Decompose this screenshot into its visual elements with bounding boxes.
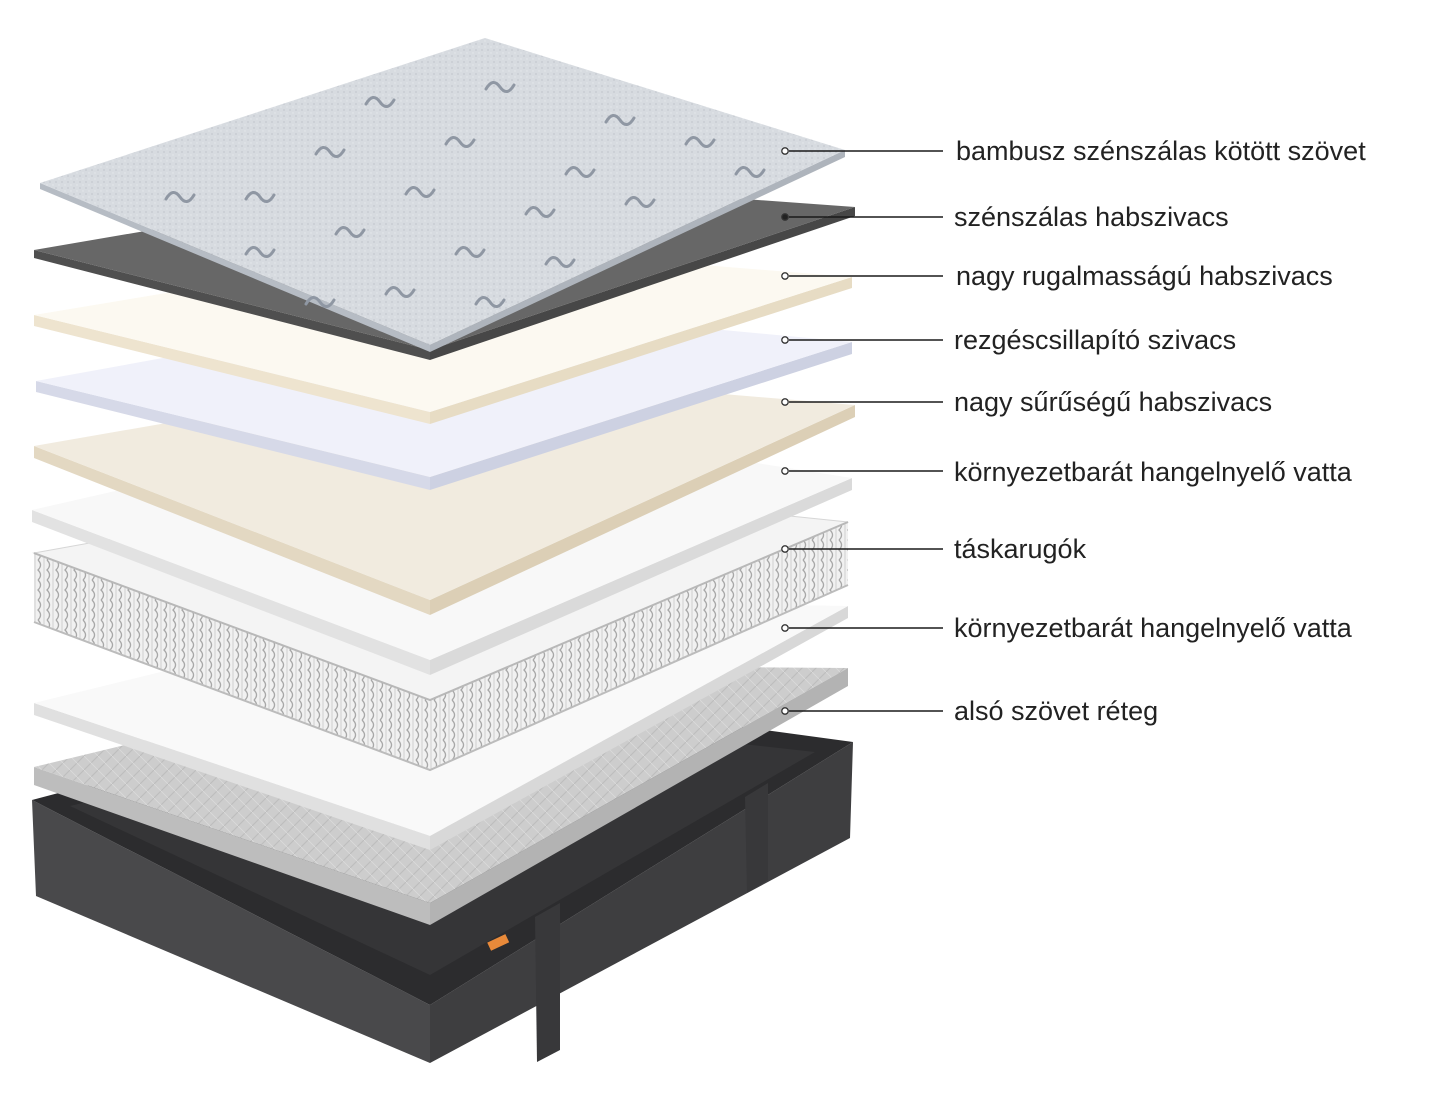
springs-side	[430, 522, 848, 770]
leader-dot	[781, 336, 789, 344]
base-box-strap	[745, 783, 768, 893]
label-vibration-damping-foam: rezgéscsillapító szivacs	[954, 325, 1237, 355]
leader-dot	[781, 213, 789, 221]
quilt-swirl	[484, 81, 516, 93]
quilt-swirl	[684, 136, 716, 148]
label-eco-cotton-lower: környezetbarát hangelnyelő vatta	[954, 613, 1352, 643]
quilt-swirl	[314, 146, 346, 158]
quilt-swirl	[604, 114, 636, 126]
springs-front	[34, 553, 430, 770]
label-high-density-foam: nagy sűrűségű habszivacs	[954, 387, 1273, 417]
label-eco-cotton-upper: környezetbarát hangelnyelő vatta	[954, 457, 1352, 487]
layer-knit-fabric-top	[40, 38, 845, 345]
label-carbon-foam: szénszálas habszivacs	[954, 202, 1229, 232]
quilt-swirl	[544, 256, 576, 268]
quilt-swirl	[304, 296, 336, 308]
quilt-swirl	[524, 206, 556, 218]
base-box-strap	[535, 903, 560, 1062]
leader-dot	[781, 147, 789, 155]
leader-dot	[781, 707, 789, 715]
quilt-swirl	[164, 191, 196, 203]
quilt-swirl	[334, 226, 366, 238]
label-bottom-fabric: alsó szövet réteg	[954, 696, 1159, 726]
leader-dot	[781, 272, 789, 280]
quilt-swirl	[244, 191, 276, 203]
quilt-swirl	[444, 136, 476, 148]
leader-dot	[781, 467, 789, 475]
leader-lines	[781, 147, 943, 715]
leader-dot	[781, 545, 789, 553]
quilt-swirl	[624, 196, 656, 208]
quilt-swirl	[734, 166, 766, 178]
leader-dot	[781, 624, 789, 632]
base-box-front	[32, 800, 430, 1063]
quilt-swirl	[454, 246, 486, 258]
label-high-elasticity-foam: nagy rugalmasságú habszivacs	[956, 261, 1333, 291]
quilt-swirl	[384, 286, 416, 298]
quilt-pattern	[164, 81, 766, 308]
brand-tag	[487, 934, 510, 951]
quilt-swirl	[564, 166, 596, 178]
quilt-swirl	[404, 186, 436, 198]
quilt-swirl	[474, 296, 506, 308]
quilt-swirl	[364, 96, 396, 108]
quilt-swirl	[244, 246, 276, 258]
label-pocket-springs: táskarugók	[954, 534, 1087, 564]
leader-dot	[781, 398, 789, 406]
layer-knit-fabric	[40, 38, 845, 352]
label-bamboo-carbon-knit-fabric: bambusz szénszálas kötött szövet	[956, 136, 1366, 166]
